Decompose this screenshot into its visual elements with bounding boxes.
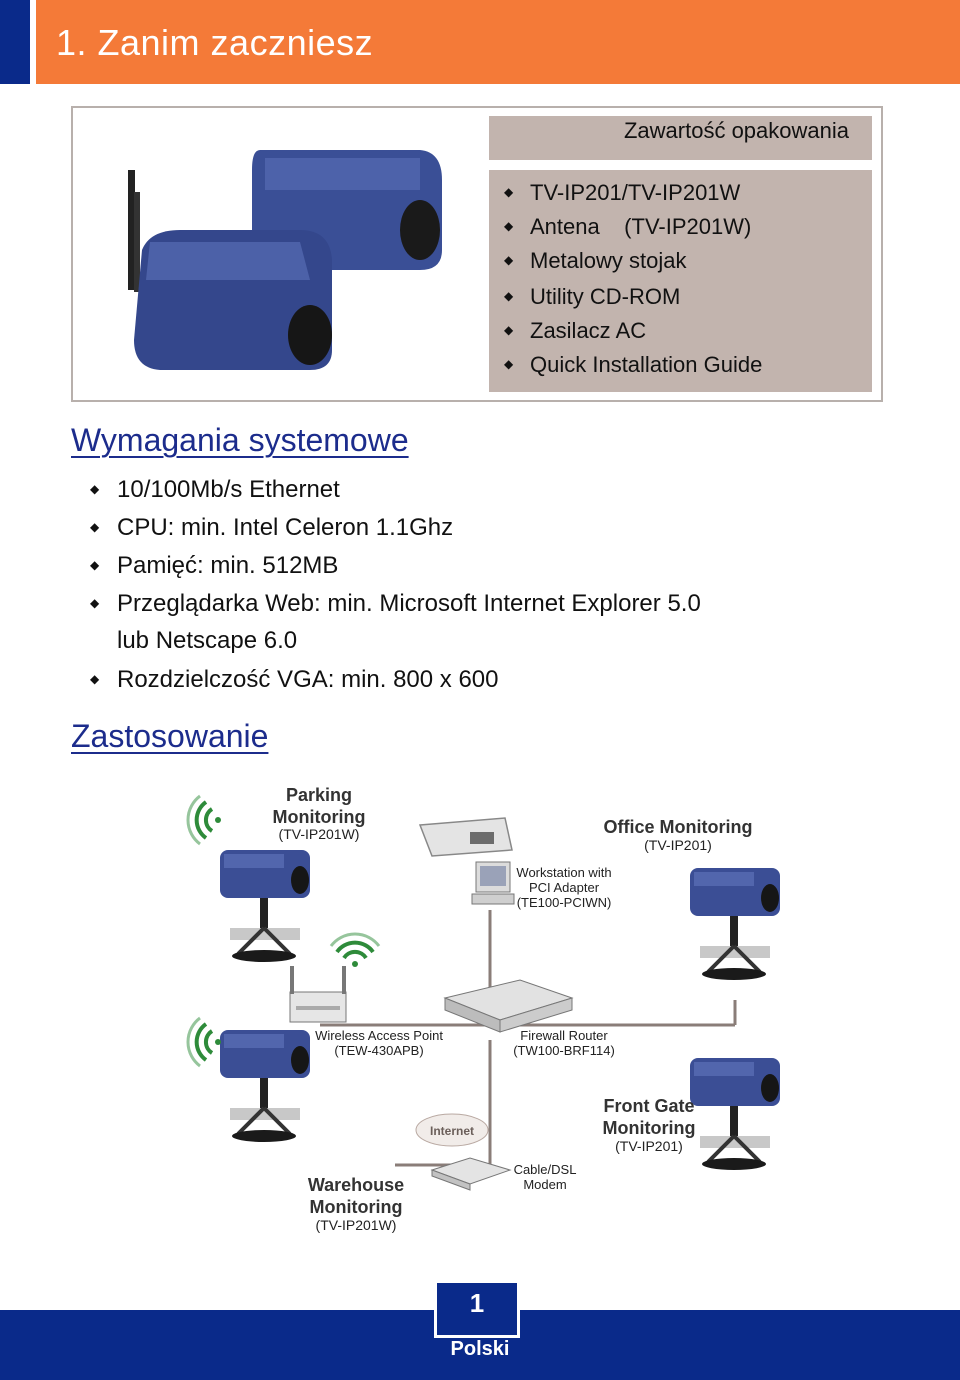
bullet-icon: ◆ [90,596,100,610]
wifi-icon [186,1016,223,1068]
bullet-icon: ◆ [90,482,100,496]
bullet-icon: ◆ [90,672,100,686]
parking-label: Parking Monitoring [272,785,366,827]
access-point-label: Wireless Access Point (TEW-430APB) [315,1028,443,1058]
page-number: 1 [469,1288,485,1318]
office-model: (TV-IP201) [644,837,712,853]
language-label: Polski [450,1338,510,1360]
router-icon [443,979,574,1033]
modem-icon [430,1157,512,1191]
requirement-item: ◆Przeglądarka Web: min. Microsoft Intern… [90,590,701,617]
requirement-item-continued: lub Netscape 6.0 [117,627,298,654]
office-camera-icon [688,866,782,982]
parking-model: (TV-IP201W) [278,826,360,842]
bullet-icon: ◆ [504,289,514,303]
wifi-icon [186,794,223,846]
page-number-box [434,1280,520,1338]
requirement-item: ◆10/100Mb/s Ethernet [90,476,340,503]
package-list-bg [489,170,872,392]
application-title: Zastosowanie [71,718,269,754]
package-item: ◆Zasilacz AC [504,318,647,343]
front-gate-label: Front Gate Monitoring [602,1096,696,1138]
requirement-item: ◆CPU: min. Intel Celeron 1.1Ghz [90,514,454,541]
package-item: ◆Utility CD-ROM [504,284,681,309]
access-point-icon [289,966,347,1023]
requirement-item: ◆Pamięć: min. 512MB [90,552,339,579]
warehouse-camera-icon [218,1028,312,1144]
bullet-icon: ◆ [504,357,514,371]
page-title: 1. Zanim zaczniesz [56,22,374,63]
workstation-icon [418,817,515,905]
camera-product-image [128,150,442,370]
parking-camera-icon [218,848,312,964]
workstation-label: Workstation with PCI Adapter (TE100-PCIW… [516,865,612,910]
bullet-icon: ◆ [504,323,514,337]
office-label: Office Monitoring [603,817,753,837]
package-item: ◆Metalowy stojak [504,248,687,273]
bullet-icon: ◆ [504,185,514,199]
package-header-bg [489,116,872,160]
package-title: Zawartość opakowania [623,118,849,143]
wifi-icon [329,932,381,969]
header-left-bar [0,0,30,84]
modem-label: Cable/DSL Modem [513,1162,577,1192]
warehouse-model: (TV-IP201W) [315,1217,397,1233]
warehouse-label: Warehouse Monitoring [307,1175,405,1217]
bullet-icon: ◆ [90,558,100,572]
network-diagram [186,794,782,1191]
header-bar [36,0,960,84]
package-item: ◆TV-IP201/TV-IP201W [504,180,741,205]
package-item: ◆Quick Installation Guide [504,352,763,377]
network-lines [320,910,737,1167]
internet-cloud-icon [415,1113,489,1147]
package-item: ◆Antena (TV-IP201W) [504,214,752,239]
bullet-icon: ◆ [90,520,100,534]
front-gate-model: (TV-IP201) [615,1138,683,1154]
router-label: Firewall Router (TW100-BRF114) [513,1028,615,1058]
bullet-icon: ◆ [504,219,514,233]
internet-label: Internet [429,1124,474,1138]
requirement-item: ◆Rozdzielczość VGA: min. 800 x 600 [90,666,499,693]
bullet-icon: ◆ [504,253,514,267]
requirements-title: Wymagania systemowe [71,422,409,458]
